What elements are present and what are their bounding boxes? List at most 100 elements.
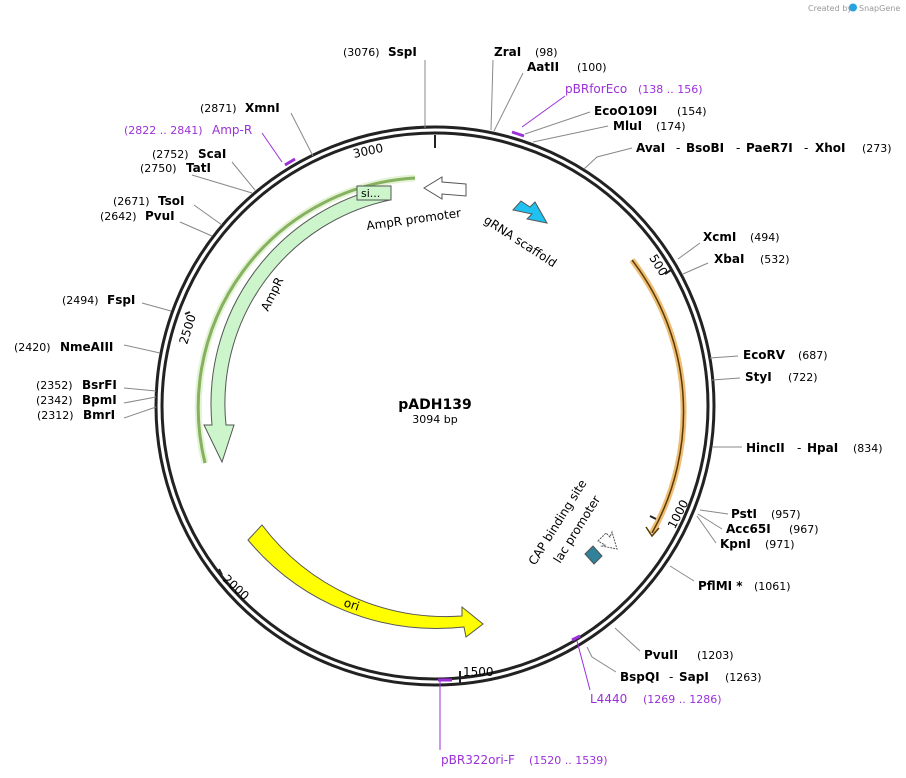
watermark-text: Created by	[808, 4, 852, 13]
plasmid-name: pADH139	[398, 397, 471, 413]
tick-mark-2000	[218, 568, 223, 576]
site-xmni-name[interactable]: XmnI	[245, 101, 280, 115]
feature-ampr-promoter[interactable]	[423, 176, 467, 200]
site-pvuii-name[interactable]: PvuII	[644, 648, 678, 662]
site-separator: -	[676, 141, 680, 155]
grna-scaffold-arrow	[512, 200, 548, 224]
backbone-outer	[154, 125, 716, 687]
site-mlui-name[interactable]: MluI	[613, 119, 642, 133]
feature-cap-binding-site[interactable]	[584, 545, 603, 565]
signal-label: si...	[361, 187, 380, 200]
site-nmeaiii-name[interactable]: NmeAIII	[60, 340, 113, 354]
feature-grna-scaffold[interactable]	[512, 200, 548, 224]
site-sspi-name[interactable]: SspI	[388, 45, 417, 59]
site-pvuii-pos: (1203)	[697, 649, 734, 662]
watermark-brand: SnapGene	[859, 4, 900, 13]
site-nmeaiii-pos: (2420)	[14, 341, 51, 354]
site-bsobi-name[interactable]: BsoBI	[686, 141, 724, 155]
connector-scai	[231, 161, 256, 191]
site-pvui-pos: (2642)	[100, 210, 137, 223]
ori-arrow-body	[247, 524, 484, 638]
site-bmri-name[interactable]: BmrI	[83, 408, 115, 422]
site-tsoi-name[interactable]: TsoI	[158, 194, 184, 208]
site-sapi-name[interactable]: SapI	[679, 670, 709, 684]
site-bpmi-name[interactable]: BpmI	[82, 393, 117, 407]
site-bsrfi-name[interactable]: BsrFI	[82, 378, 117, 392]
connector-ecorv	[709, 355, 739, 359]
connector-pvui	[179, 221, 213, 237]
backbone-inner	[160, 131, 710, 681]
connector-l4440	[576, 640, 591, 691]
site-xmni-pos: (2871)	[200, 102, 237, 115]
feature-lac-promoter[interactable]	[597, 530, 618, 550]
connector-tsoi	[193, 204, 223, 226]
grna-scaffold-label: gRNA scaffold	[481, 213, 559, 270]
tick-label-3000: 3000	[352, 141, 385, 161]
tick-label-1500: 1500	[463, 665, 494, 679]
feature-signal[interactable]: si...	[356, 185, 392, 201]
primer-mark-amp-r	[284, 157, 296, 167]
lac-promoter-arrow	[597, 530, 618, 550]
primer-l4440-name[interactable]: L4440	[590, 692, 627, 706]
site-pflmi-pos: (1061)	[754, 580, 791, 593]
connector-bpmi	[123, 396, 157, 404]
site-avai-name[interactable]: AvaI	[636, 141, 665, 155]
site-ecorv-pos: (687)	[798, 349, 828, 362]
site-styi-pos: (722)	[788, 371, 818, 384]
connector-ecoo109i	[524, 111, 591, 135]
cap-box	[584, 545, 603, 565]
site-hpai-name[interactable]: HpaI	[807, 441, 838, 455]
site-acc65i-name[interactable]: Acc65I	[726, 522, 771, 536]
site-xbai-name[interactable]: XbaI	[714, 252, 744, 266]
site-styi-name[interactable]: StyI	[745, 370, 772, 384]
site-separator: -	[669, 670, 673, 684]
connector-fspi	[141, 302, 172, 312]
site-kpni-name[interactable]: KpnI	[720, 537, 751, 551]
tick-mark-1000	[649, 515, 657, 520]
primer-pbr322ori-f-name[interactable]: pBR322ori-F	[441, 753, 515, 767]
site-separator: -	[804, 141, 808, 155]
site-hincii-name[interactable]: HincII	[746, 441, 785, 455]
tick-label-2500: 2500	[176, 313, 198, 346]
site-mlui-pos: (174)	[656, 120, 686, 133]
site-pvui-name[interactable]: PvuI	[145, 209, 175, 223]
orf-highlight-track[interactable]	[631, 259, 685, 534]
snapgene-logo-icon	[849, 3, 857, 12]
site-pflmi-name[interactable]: PflMI *	[698, 579, 743, 593]
connector-nmeaiii	[123, 344, 161, 354]
site-paer7i-name[interactable]: PaeR7I	[746, 141, 793, 155]
site-bsrfi-pos: (2352)	[36, 379, 73, 392]
site-ecoo109i-name[interactable]: EcoO109I	[594, 104, 657, 118]
site-zrai-pos: (98)	[535, 46, 558, 59]
site-aatii-name[interactable]: AatII	[527, 60, 559, 74]
site-kpni-pos: (971)	[765, 538, 795, 551]
site-bspqi-name[interactable]: BspQI	[620, 670, 660, 684]
site-xhoi-name[interactable]: XhoI	[815, 141, 846, 155]
site-zrai-name[interactable]: ZraI	[494, 45, 521, 59]
primer-pbrforeco-name[interactable]: pBRforEco	[565, 82, 627, 96]
site-ecoo109i-pos: (154)	[677, 105, 707, 118]
site-separator: -	[797, 441, 801, 455]
site-xcmi-name[interactable]: XcmI	[703, 230, 736, 244]
primer-amp-r-name[interactable]: Amp-R	[212, 123, 252, 137]
connector-styi	[711, 377, 741, 381]
tick-label-500: 500	[646, 252, 670, 279]
site-fspi-name[interactable]: FspI	[107, 293, 135, 307]
site-scai-name[interactable]: ScaI	[198, 147, 226, 161]
site-psti-pos: (957)	[771, 508, 801, 521]
site-xcmi-pos: (494)	[750, 231, 780, 244]
site-hpai-pos: (834)	[853, 442, 883, 455]
site-ecorv-name[interactable]: EcoRV	[743, 348, 786, 362]
site-bpmi-pos: (2342)	[36, 394, 73, 407]
ampr-arrow-body	[203, 185, 391, 464]
site-tati-name[interactable]: TatI	[186, 161, 211, 175]
site-psti-name[interactable]: PstI	[731, 507, 757, 521]
connector-xbai	[682, 262, 709, 275]
primer-l4440-pos: (1269 .. 1286)	[643, 693, 722, 706]
site-xbai-pos: (532)	[760, 253, 790, 266]
connector-xcmi	[677, 242, 701, 260]
feature-ori[interactable]	[247, 524, 484, 638]
connector-bspqi	[586, 646, 617, 673]
